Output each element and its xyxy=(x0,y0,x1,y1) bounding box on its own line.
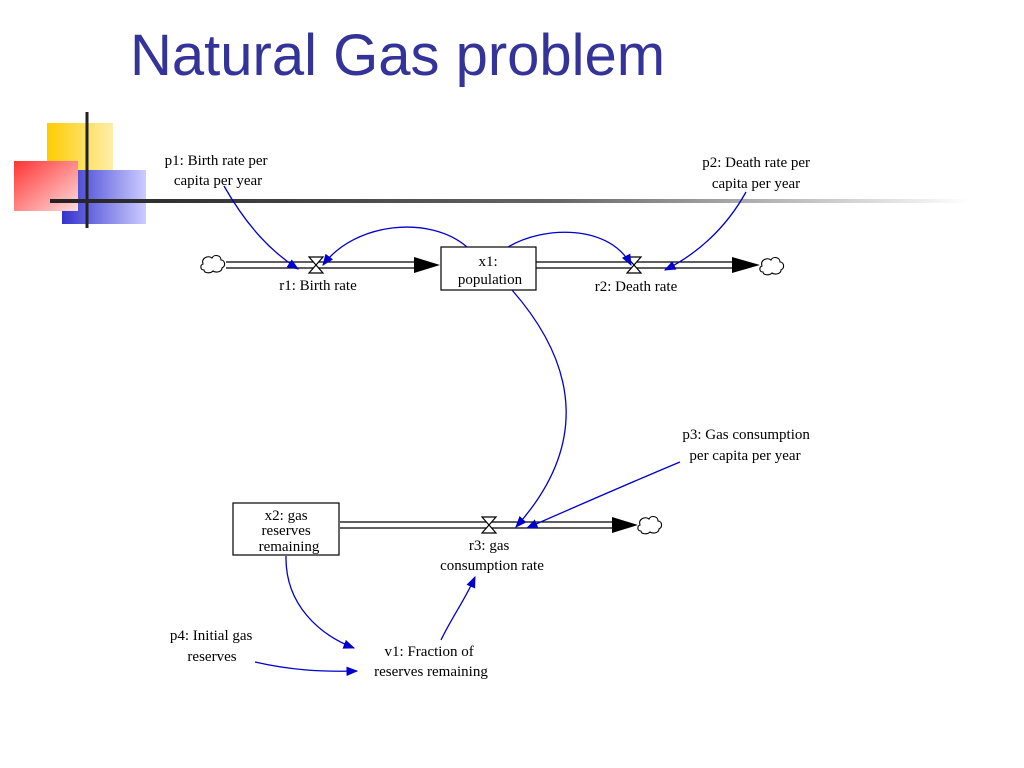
link-p1-r1 xyxy=(223,185,299,270)
slide-title: Natural Gas problem xyxy=(130,23,666,88)
link-x1-r3 xyxy=(511,289,567,528)
cloud-icon xyxy=(200,255,226,274)
slide-decoration xyxy=(14,112,970,228)
link-v1-r3 xyxy=(440,575,476,641)
link-x1-r1 xyxy=(322,226,468,266)
flow-arrowheads xyxy=(414,257,760,533)
cloud-icon xyxy=(759,257,785,276)
valve-icon xyxy=(480,516,498,534)
link-p4-v1 xyxy=(254,661,359,676)
causal-links xyxy=(223,185,747,676)
parameter-p2-label: p2: Death rate per capita per year xyxy=(702,155,814,192)
variable-v1-label: v1: Fraction of reserves remaining xyxy=(374,644,488,680)
link-x2-v1 xyxy=(285,555,356,649)
valve-icon xyxy=(625,256,643,274)
valve-icon xyxy=(307,256,325,274)
flow-r1-label: r1: Birth rate xyxy=(279,278,357,294)
stock-x2-box xyxy=(232,502,340,556)
parameter-p4-label: p4: Initial gas reserves xyxy=(170,628,256,665)
stock-x1-label: x1: population xyxy=(458,254,523,288)
parameter-p1-label: p1: Birth rate per capita per year xyxy=(165,153,272,189)
flow-r2-label: r2: Death rate xyxy=(595,279,678,295)
flow-r3-label: r3: gas consumption rate xyxy=(440,538,544,574)
link-p2-r2 xyxy=(663,191,747,271)
link-x1-r2 xyxy=(507,231,632,267)
stock-x1-box xyxy=(440,246,537,291)
parameter-p3-label: p3: Gas consumption per capita per year xyxy=(682,427,813,464)
link-p3-r3 xyxy=(525,461,681,529)
cloud-icon xyxy=(637,516,663,535)
stock-x2-label: x2: gas reserves remaining xyxy=(259,508,320,555)
flow-pipes xyxy=(226,261,738,529)
